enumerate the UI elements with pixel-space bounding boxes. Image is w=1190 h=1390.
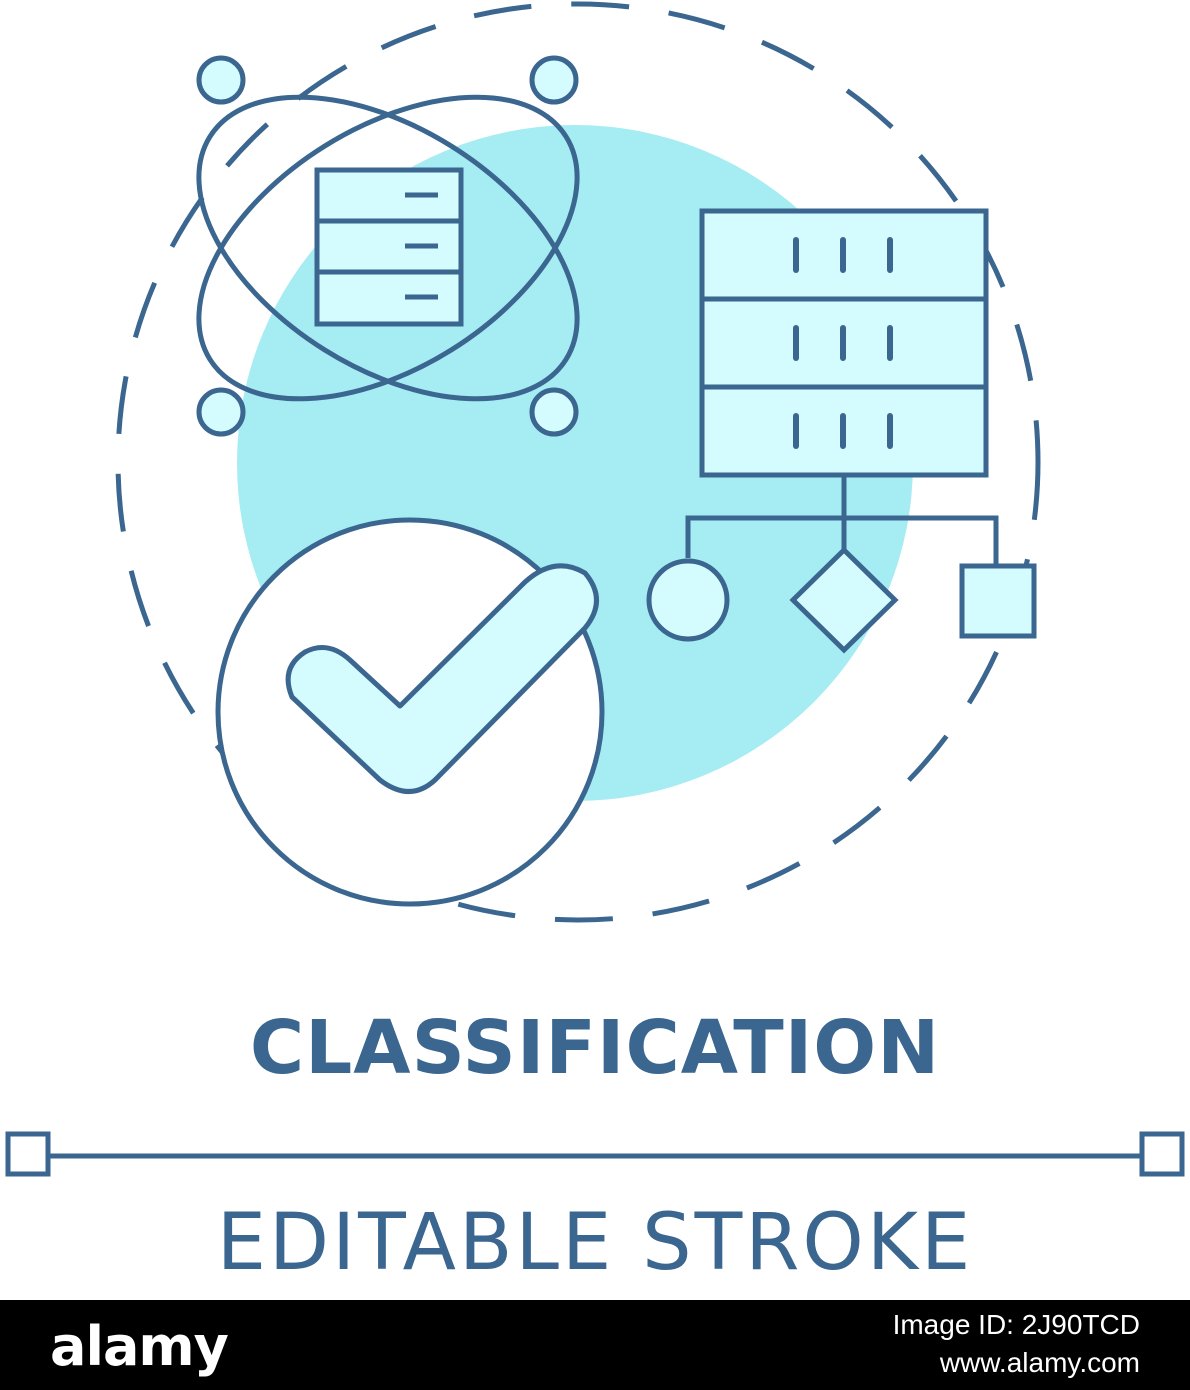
classification-illustration [115,1,1041,923]
server-rack-icon [699,208,989,478]
editable-stroke-line [5,1131,1185,1177]
footer-url: www.alamy.com [939,1347,1140,1378]
alamy-logo: alamy [50,1315,229,1378]
image-id-label: Image ID: 2J90TCD [892,1309,1140,1340]
image-id-block: Image ID: 2J90TCD www.alamy.com [893,1306,1140,1382]
flowchart-icon [646,475,1037,654]
watermark-footer: alamy Image ID: 2J90TCD www.alamy.com [0,1300,1190,1390]
dashed-ring [115,1,1041,923]
checkmark-circle-icon [215,517,605,907]
editable-stroke-label: EDITABLE STROKE [216,1198,974,1288]
atom-database-icon [196,55,580,437]
concept-title: CLASSIFICATION [249,1005,941,1091]
